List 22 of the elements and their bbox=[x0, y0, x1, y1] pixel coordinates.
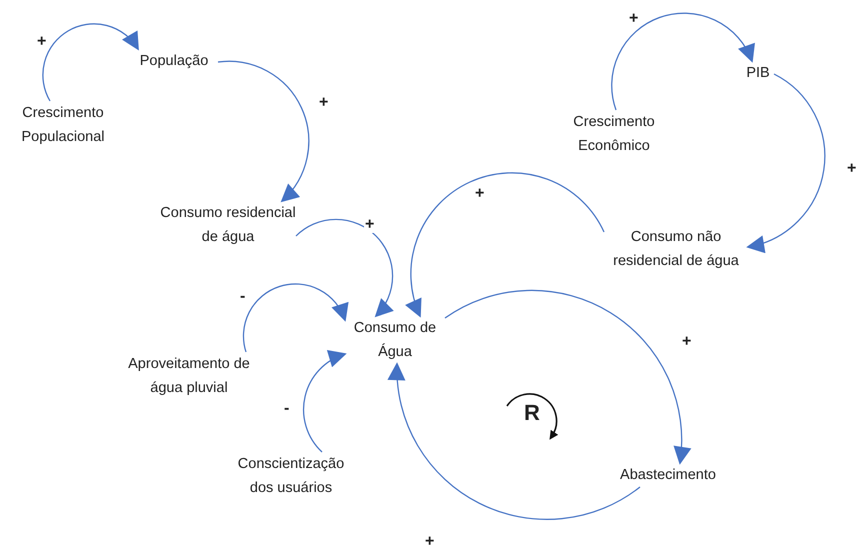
variable-label: Crescimento Econômico bbox=[556, 110, 672, 158]
variable-label: Aproveitamento de água pluvial bbox=[114, 352, 264, 400]
variable-label: Abastecimento bbox=[608, 463, 728, 487]
variable-label: Consumo de Água bbox=[345, 316, 445, 364]
polarity-sign: + bbox=[364, 217, 376, 233]
arrow bbox=[42, 23, 139, 102]
arrow bbox=[388, 362, 640, 520]
arrow bbox=[746, 73, 826, 252]
variable-label: Crescimento Populacional bbox=[8, 101, 118, 149]
arrow bbox=[296, 218, 394, 318]
arrow bbox=[406, 172, 605, 318]
arrow bbox=[218, 60, 310, 202]
variable-label: Consumo residencial de água bbox=[160, 201, 296, 249]
arrow bbox=[611, 12, 754, 110]
arrow bbox=[303, 351, 347, 452]
arrow bbox=[242, 283, 348, 352]
loop-label: R bbox=[524, 400, 540, 426]
arrow bbox=[444, 290, 690, 465]
variable-label: Conscientização dos usuários bbox=[230, 452, 352, 500]
variable-label: PIB bbox=[742, 61, 774, 85]
variable-label: Consumo não residencial de água bbox=[604, 225, 748, 273]
variable-label: População bbox=[130, 49, 218, 73]
